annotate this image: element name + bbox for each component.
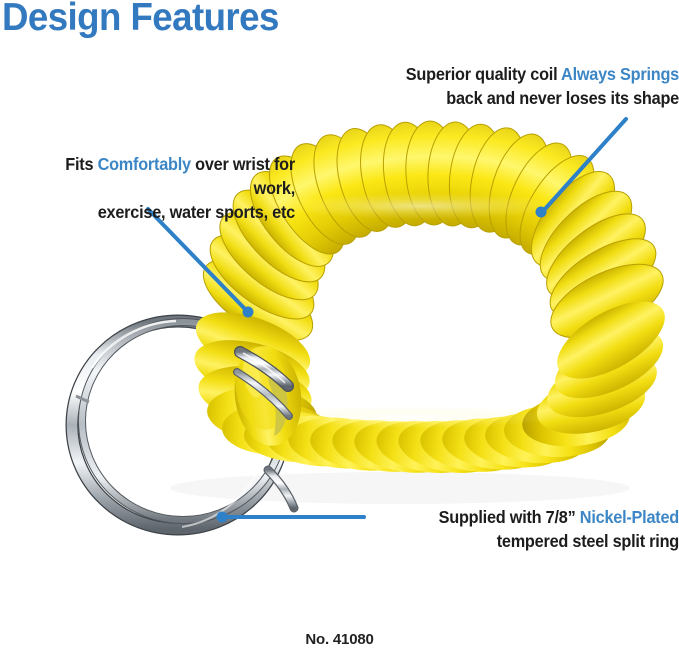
leader-dot-coil [535, 206, 547, 218]
leader-line-fit [146, 207, 254, 318]
callout-split-ring: Supplied with 7/8” Nickel-Plated tempere… [395, 505, 679, 553]
callout-comfort-fit: Fits Comfortably over wrist for work, ex… [21, 152, 295, 224]
leader-line-ring [216, 511, 366, 523]
callout-coil-line1-pre: Superior quality coil [405, 64, 562, 84]
leader-dot-fit [242, 306, 254, 318]
callout-coil-quality: Superior quality coil Always Springs bac… [400, 62, 679, 110]
callout-fit-line1-post: over wrist for work, [190, 154, 295, 199]
callout-fit-line2: exercise, water sports, etc [97, 202, 296, 223]
callout-fit-highlight: Comfortably [97, 154, 192, 174]
callout-ring-line1-pre: Supplied with 7/8” [438, 507, 580, 527]
callout-coil-highlight: Always Springs [561, 64, 679, 84]
callout-ring-highlight: Nickel-Plated [579, 507, 679, 527]
page-title: Design Features [2, 0, 279, 39]
callout-coil-line1: Superior quality coil Always Springs [400, 62, 679, 86]
model-number: No. 41080 [305, 631, 374, 648]
leader-line-coil [535, 117, 628, 218]
callout-ring-line1: Supplied with 7/8” Nickel-Plated [395, 505, 679, 529]
callout-fit-line1-pre: Fits [65, 154, 98, 174]
leader-dot-ring [216, 511, 228, 523]
callout-fit-line1: Fits Comfortably over wrist for work, [21, 152, 295, 200]
callout-ring-line2: tempered steel split ring [496, 531, 679, 552]
callout-coil-line2: back and never loses its shape [446, 88, 679, 109]
